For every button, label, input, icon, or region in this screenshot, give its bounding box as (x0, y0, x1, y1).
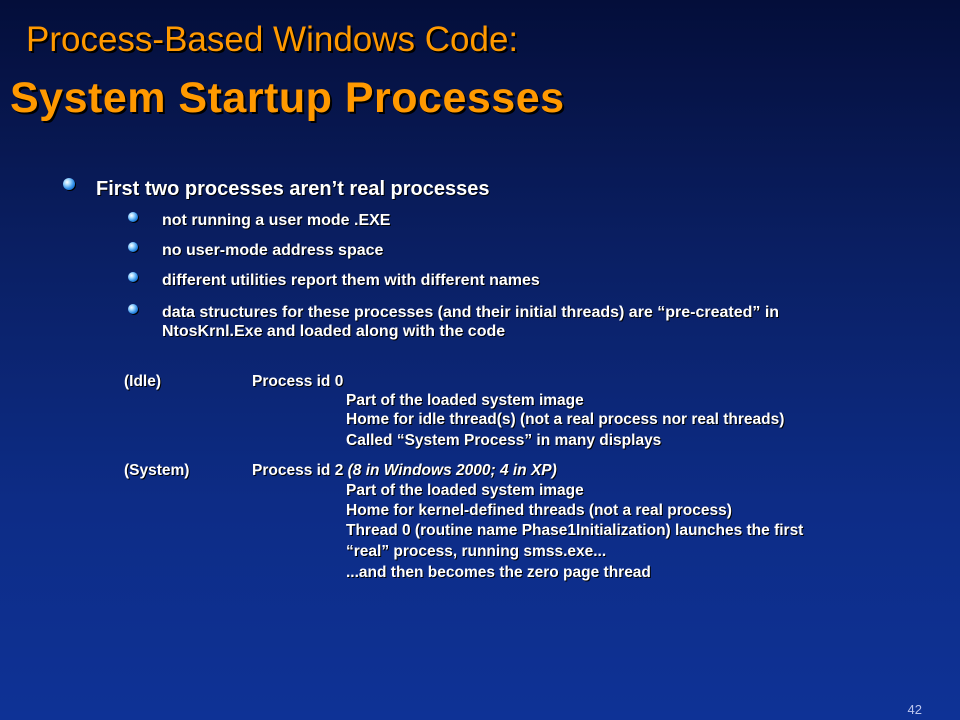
system-detail: Part of the loaded system image (346, 482, 584, 499)
idle-label: (Idle) (124, 373, 162, 390)
system-detail: Thread 0 (routine name Phase1Initializat… (346, 522, 804, 539)
system-detail: “real” process, running smss.exe... (346, 543, 607, 560)
sub-bullet-text-continued: NtosKrnl.Exe and loaded along with the c… (162, 323, 506, 340)
bullet-icon (128, 304, 138, 314)
idle-detail: Called “System Process” in many displays (346, 432, 662, 449)
idle-detail: Part of the loaded system image (346, 392, 584, 409)
system-label: (System) (124, 462, 190, 479)
slide-title-line1: Process-Based Windows Code: (26, 20, 519, 59)
system-process-id-value: Process id 2 (252, 462, 348, 479)
sub-bullet-text: different utilities report them with dif… (162, 272, 540, 289)
system-detail: Home for kernel-defined threads (not a r… (346, 502, 732, 519)
sub-bullet-text: not running a user mode .EXE (162, 212, 391, 229)
bullet-icon (128, 212, 138, 222)
bullet-icon (63, 178, 75, 190)
slide-title-line2: System Startup Processes (10, 74, 565, 122)
page-number: 42 (907, 702, 922, 717)
idle-process-id: Process id 0 (252, 373, 344, 390)
system-detail: ...and then becomes the zero page thread (346, 564, 651, 581)
idle-detail: Home for idle thread(s) (not a real proc… (346, 411, 785, 428)
system-process-id-note: (8 in Windows 2000; 4 in XP) (347, 462, 557, 479)
bullet-icon (128, 272, 138, 282)
main-bullet-text: First two processes aren’t real processe… (96, 178, 490, 200)
sub-bullet-text: no user-mode address space (162, 242, 384, 259)
system-process-id: Process id 2 (8 in Windows 2000; 4 in XP… (252, 461, 557, 480)
bullet-icon (128, 242, 138, 252)
sub-bullet-text: data structures for these processes (and… (162, 304, 780, 321)
